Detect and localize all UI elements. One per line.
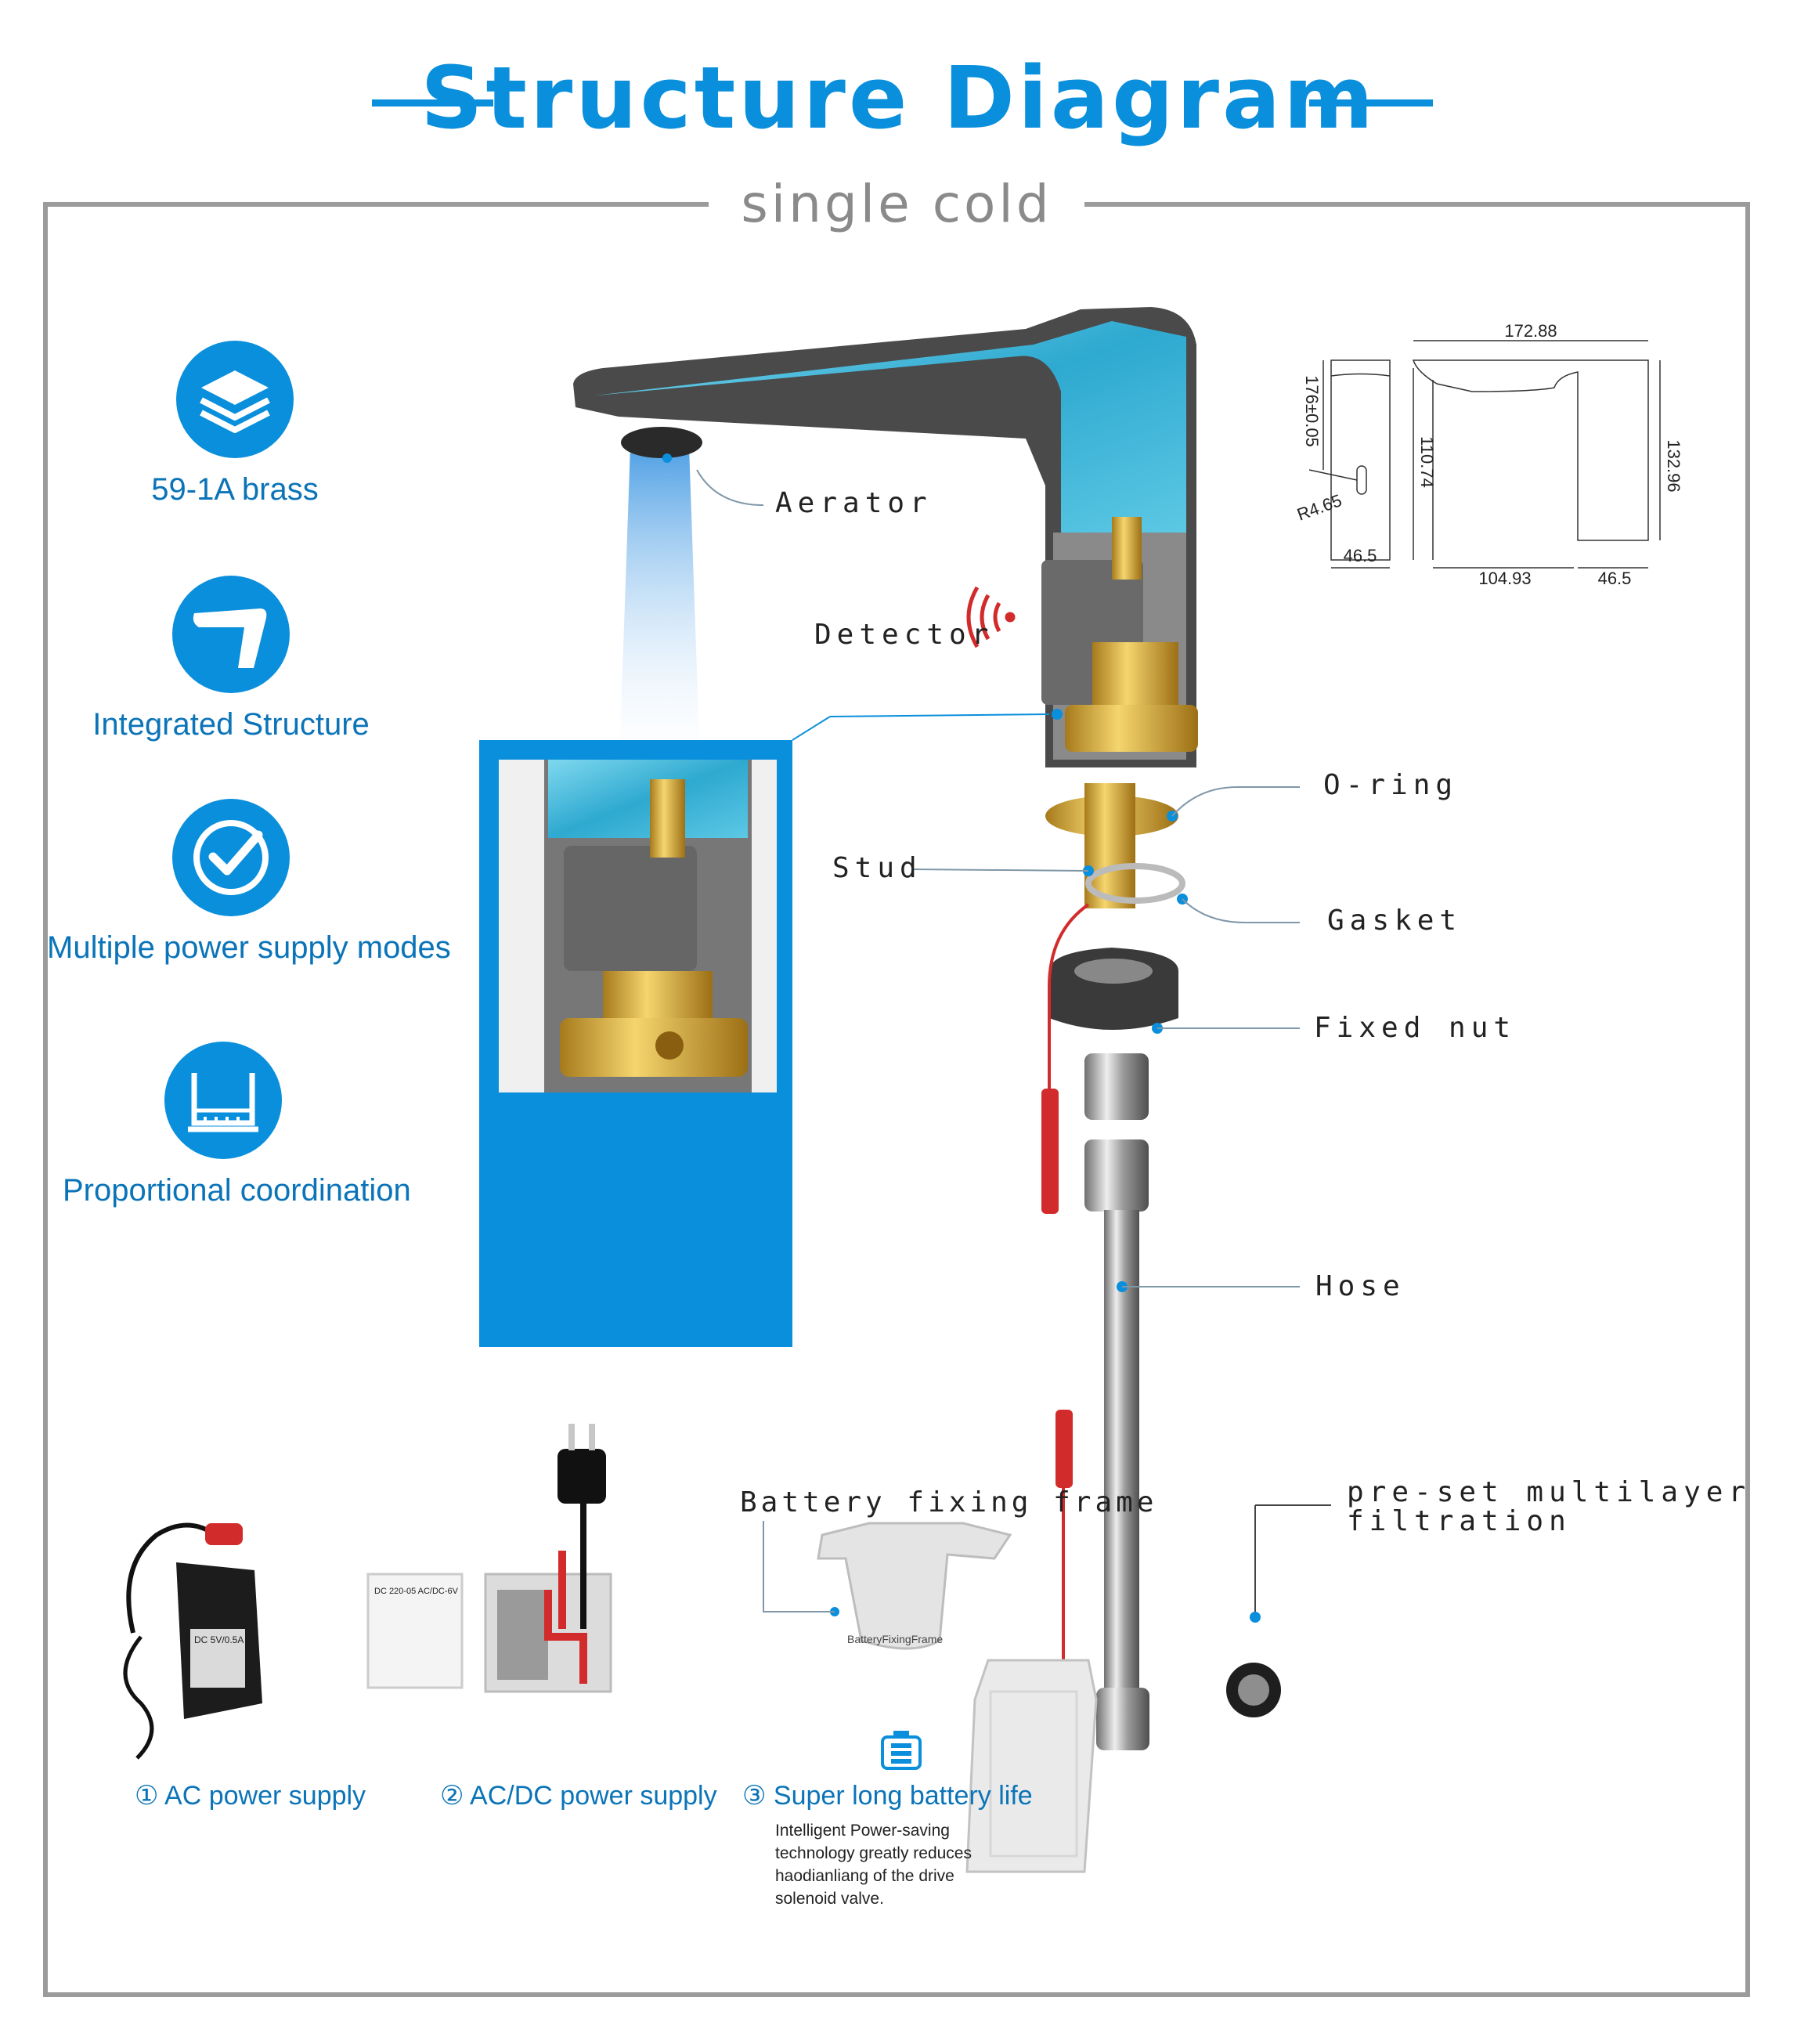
leader-battery-frame (763, 1521, 835, 1612)
leader-aerator (696, 469, 764, 506)
hose-nut-upper (1084, 1053, 1149, 1120)
feature-label: Integrated Structure (92, 707, 370, 742)
label-stud: Stud (832, 852, 922, 884)
feature-integrated: Integrated Structure (74, 576, 388, 742)
label-aerator: Aerator (775, 487, 933, 519)
aerator-tip (621, 427, 702, 458)
transformer-label: DC 220-05 AC/DC-6V (374, 1587, 459, 1596)
leader-stud (911, 869, 1089, 872)
label-filtration-line2: filtration (1347, 1505, 1571, 1537)
feature-proportional: Proportional coordination (63, 1042, 411, 1208)
dim-base-front: 46.5 (1598, 569, 1632, 588)
label-o-ring: O-ring (1323, 769, 1459, 801)
water-stream (619, 446, 701, 783)
label-battery-life: ③ Super long battery life (742, 1781, 1033, 1811)
leader-gasket (1182, 898, 1300, 923)
technical-drawing (1308, 340, 1661, 569)
page-title: Structure Diagram (420, 48, 1377, 148)
gasket-part (1085, 863, 1185, 904)
hose-nut-lower (1084, 1139, 1149, 1212)
check-circle-icon (172, 799, 290, 916)
feature-label: Proportional coordination (63, 1173, 411, 1208)
battery-fixing-frame (817, 1522, 1012, 1650)
ac-adapter-image: DC 5V/0.5A (123, 1522, 262, 1760)
label-acdc-power: ② AC/DC power supply (440, 1781, 717, 1811)
faucet-water-cutaway (595, 321, 1186, 533)
battery-box (965, 1659, 1098, 1873)
title-bar-right (1309, 99, 1433, 107)
dim-base-side: 46.5 (1344, 546, 1377, 565)
detector-signal-icon (966, 586, 1016, 648)
label-fixed-nut: Fixed nut (1314, 1012, 1517, 1044)
label-hose: Hose (1315, 1270, 1405, 1302)
feature-label: Multiple power supply modes (47, 930, 451, 965)
dim-radius: R4.65 (1294, 490, 1344, 525)
faucet-body (573, 307, 1196, 767)
dim-height-mid: 110.74 (1417, 436, 1437, 488)
layers-icon (176, 341, 294, 458)
sensor-wire (1048, 903, 1090, 1089)
dim-height-right: 132.96 (1664, 439, 1683, 492)
frame-engraving: BatteryFixingFrame (847, 1633, 943, 1645)
title-area: Structure Diagram (0, 23, 1797, 141)
acdc-transformer-image: DC 220-05 AC/DC-6V (366, 1424, 612, 1693)
subtitle: single cold (741, 174, 1052, 234)
label-battery-frame: Battery fixing frame (740, 1486, 1158, 1519)
label-detector: Detector (814, 619, 994, 651)
ruler-icon (164, 1042, 282, 1159)
subtitle-gap (709, 172, 1084, 235)
faucet-icon (172, 576, 290, 693)
label-gasket: Gasket (1327, 905, 1463, 937)
battery-description: Intelligent Power-saving technology grea… (775, 1822, 972, 1908)
dim-width-top: 172.88 (1504, 321, 1557, 341)
battery-icon (881, 1731, 922, 1770)
dim-reach: 104.93 (1478, 569, 1531, 588)
feature-brass: 59-1A brass (110, 341, 360, 507)
feature-power-modes: Multiple power supply modes (47, 799, 451, 966)
label-filtration-line1: pre-set multilayer (1347, 1476, 1752, 1508)
title-bar-left (372, 99, 493, 107)
leader-o-ring (1171, 786, 1300, 817)
adapter-label: DC 5V/0.5A (194, 1634, 244, 1645)
feature-label: 59-1A brass (151, 472, 319, 507)
dim-height-left: 176±0.05 (1302, 375, 1322, 447)
label-ac-power: ① AC power supply (135, 1781, 366, 1811)
